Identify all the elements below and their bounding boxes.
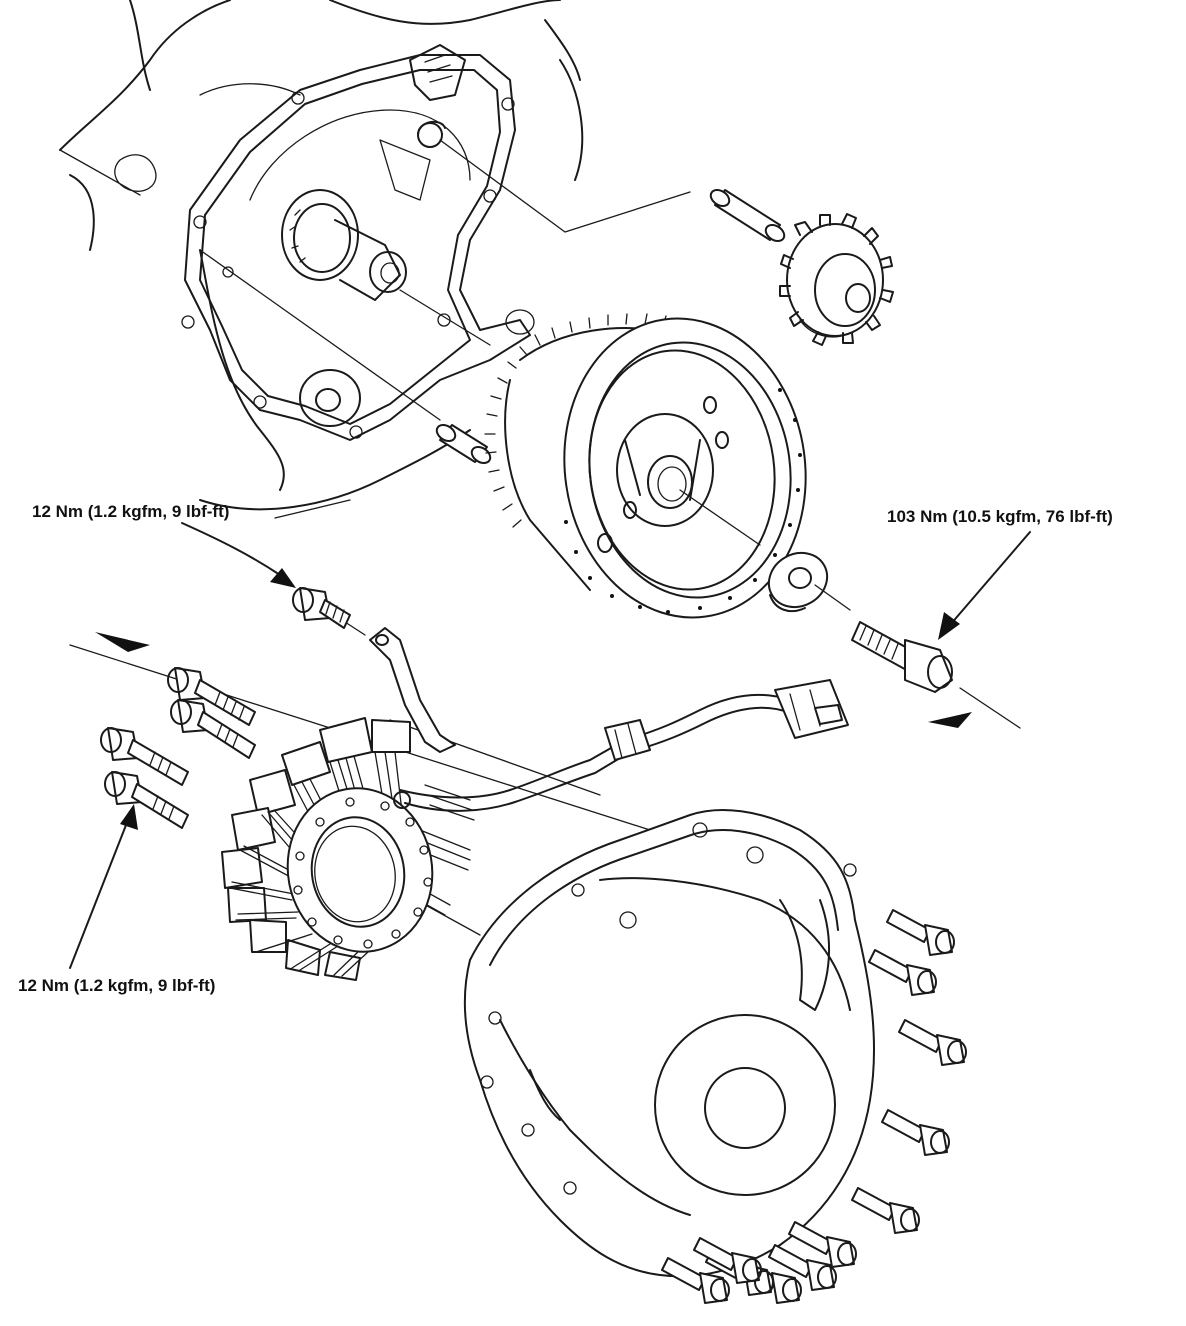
removal-direction-arrow-right <box>928 712 972 728</box>
case-boss <box>299 309 535 427</box>
cover-bolt <box>868 949 937 996</box>
cover-bolt <box>851 1187 920 1234</box>
cover-bolt <box>898 1019 967 1066</box>
flywheel <box>484 313 807 619</box>
alternator-cover <box>463 809 876 1278</box>
stator-bolt <box>104 771 189 829</box>
cover-bolt <box>661 1257 730 1304</box>
cover-bolt <box>881 1109 950 1156</box>
wire-clamp-bolt-torque-label: 12 Nm (1.2 kgfm, 9 lbf-ft) <box>32 502 230 521</box>
removal-direction-arrow-left <box>95 632 150 652</box>
leader-flywheel-bolt <box>938 531 1031 640</box>
stator-connector <box>774 679 849 739</box>
leader-wire-clamp-bolt <box>181 522 296 588</box>
flywheel-bolt-torque-label: 103 Nm (10.5 kgfm, 76 lbf-ft) <box>887 507 1113 526</box>
stator <box>221 717 475 981</box>
leader-wire-clamp-line <box>274 499 351 519</box>
stator-bolt <box>170 699 256 759</box>
crankcase <box>59 0 584 511</box>
wire-clamp <box>369 627 456 753</box>
crankshaft-end <box>281 189 407 301</box>
starter-reduction-gear <box>779 213 894 346</box>
stator-bolt-torque-label: 12 Nm (1.2 kgfm, 9 lbf-ft) <box>18 976 216 995</box>
wire-clamp-bolt <box>292 587 351 629</box>
case-flange <box>181 54 531 441</box>
dowel-pin-lower <box>435 423 492 465</box>
stator-bolt <box>167 667 256 726</box>
wire-harness <box>399 693 791 812</box>
leader-stator-bolt <box>69 804 138 969</box>
cover-bolt <box>768 1244 837 1291</box>
flywheel-washer <box>767 551 829 613</box>
flywheel-bolt <box>851 621 953 693</box>
case-connector <box>409 44 466 148</box>
stator-bolt <box>100 727 189 786</box>
cover-bolt <box>788 1221 857 1268</box>
cover-bolt <box>693 1237 762 1284</box>
dowel-pin-upper <box>709 188 786 243</box>
cover-bolt <box>886 909 955 956</box>
